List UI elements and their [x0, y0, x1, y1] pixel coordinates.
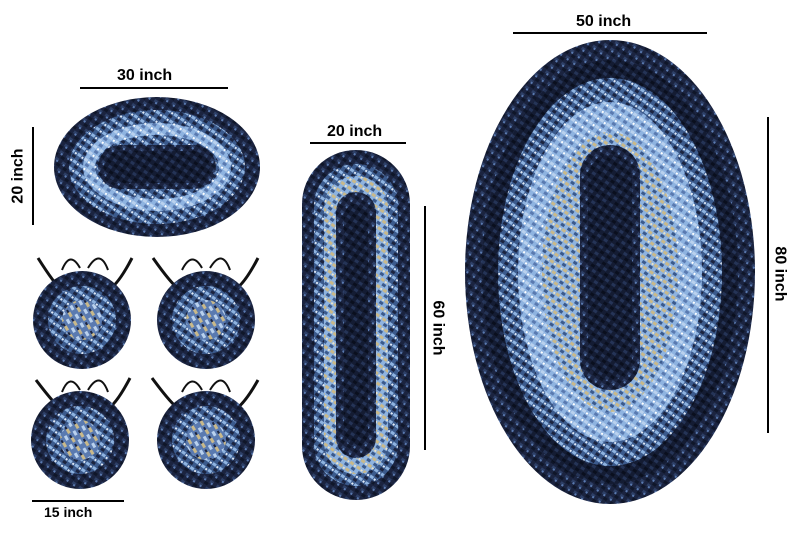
dim-label-small-height: 20 inch	[9, 148, 27, 204]
dim-line-small-width	[80, 87, 228, 89]
chair-pad-3	[31, 377, 132, 489]
dim-label-chair-pad-width: 15 inch	[44, 504, 93, 520]
chair-pad-4	[150, 377, 260, 489]
dim-label-large-length: 80 inch	[771, 246, 789, 302]
dim-line-runner-width	[310, 142, 406, 144]
dim-line-large-length	[767, 117, 769, 433]
dim-label-small-width: 30 inch	[117, 67, 173, 84]
dim-line-runner-length	[424, 206, 426, 450]
dim-label-runner-length: 60 inch	[429, 300, 447, 356]
large-oval-rug	[465, 40, 755, 504]
dim-label-large-width: 50 inch	[576, 13, 632, 30]
small-oval-rug	[54, 97, 260, 237]
dim-line-small-height	[32, 127, 34, 225]
chair-pad-1	[33, 257, 134, 369]
chair-pad-2	[151, 257, 260, 369]
dim-label-runner-width: 20 inch	[327, 123, 383, 140]
dim-line-chair-pad-width	[32, 500, 124, 502]
oval-runner	[302, 150, 410, 500]
dim-line-large-width	[513, 32, 707, 34]
